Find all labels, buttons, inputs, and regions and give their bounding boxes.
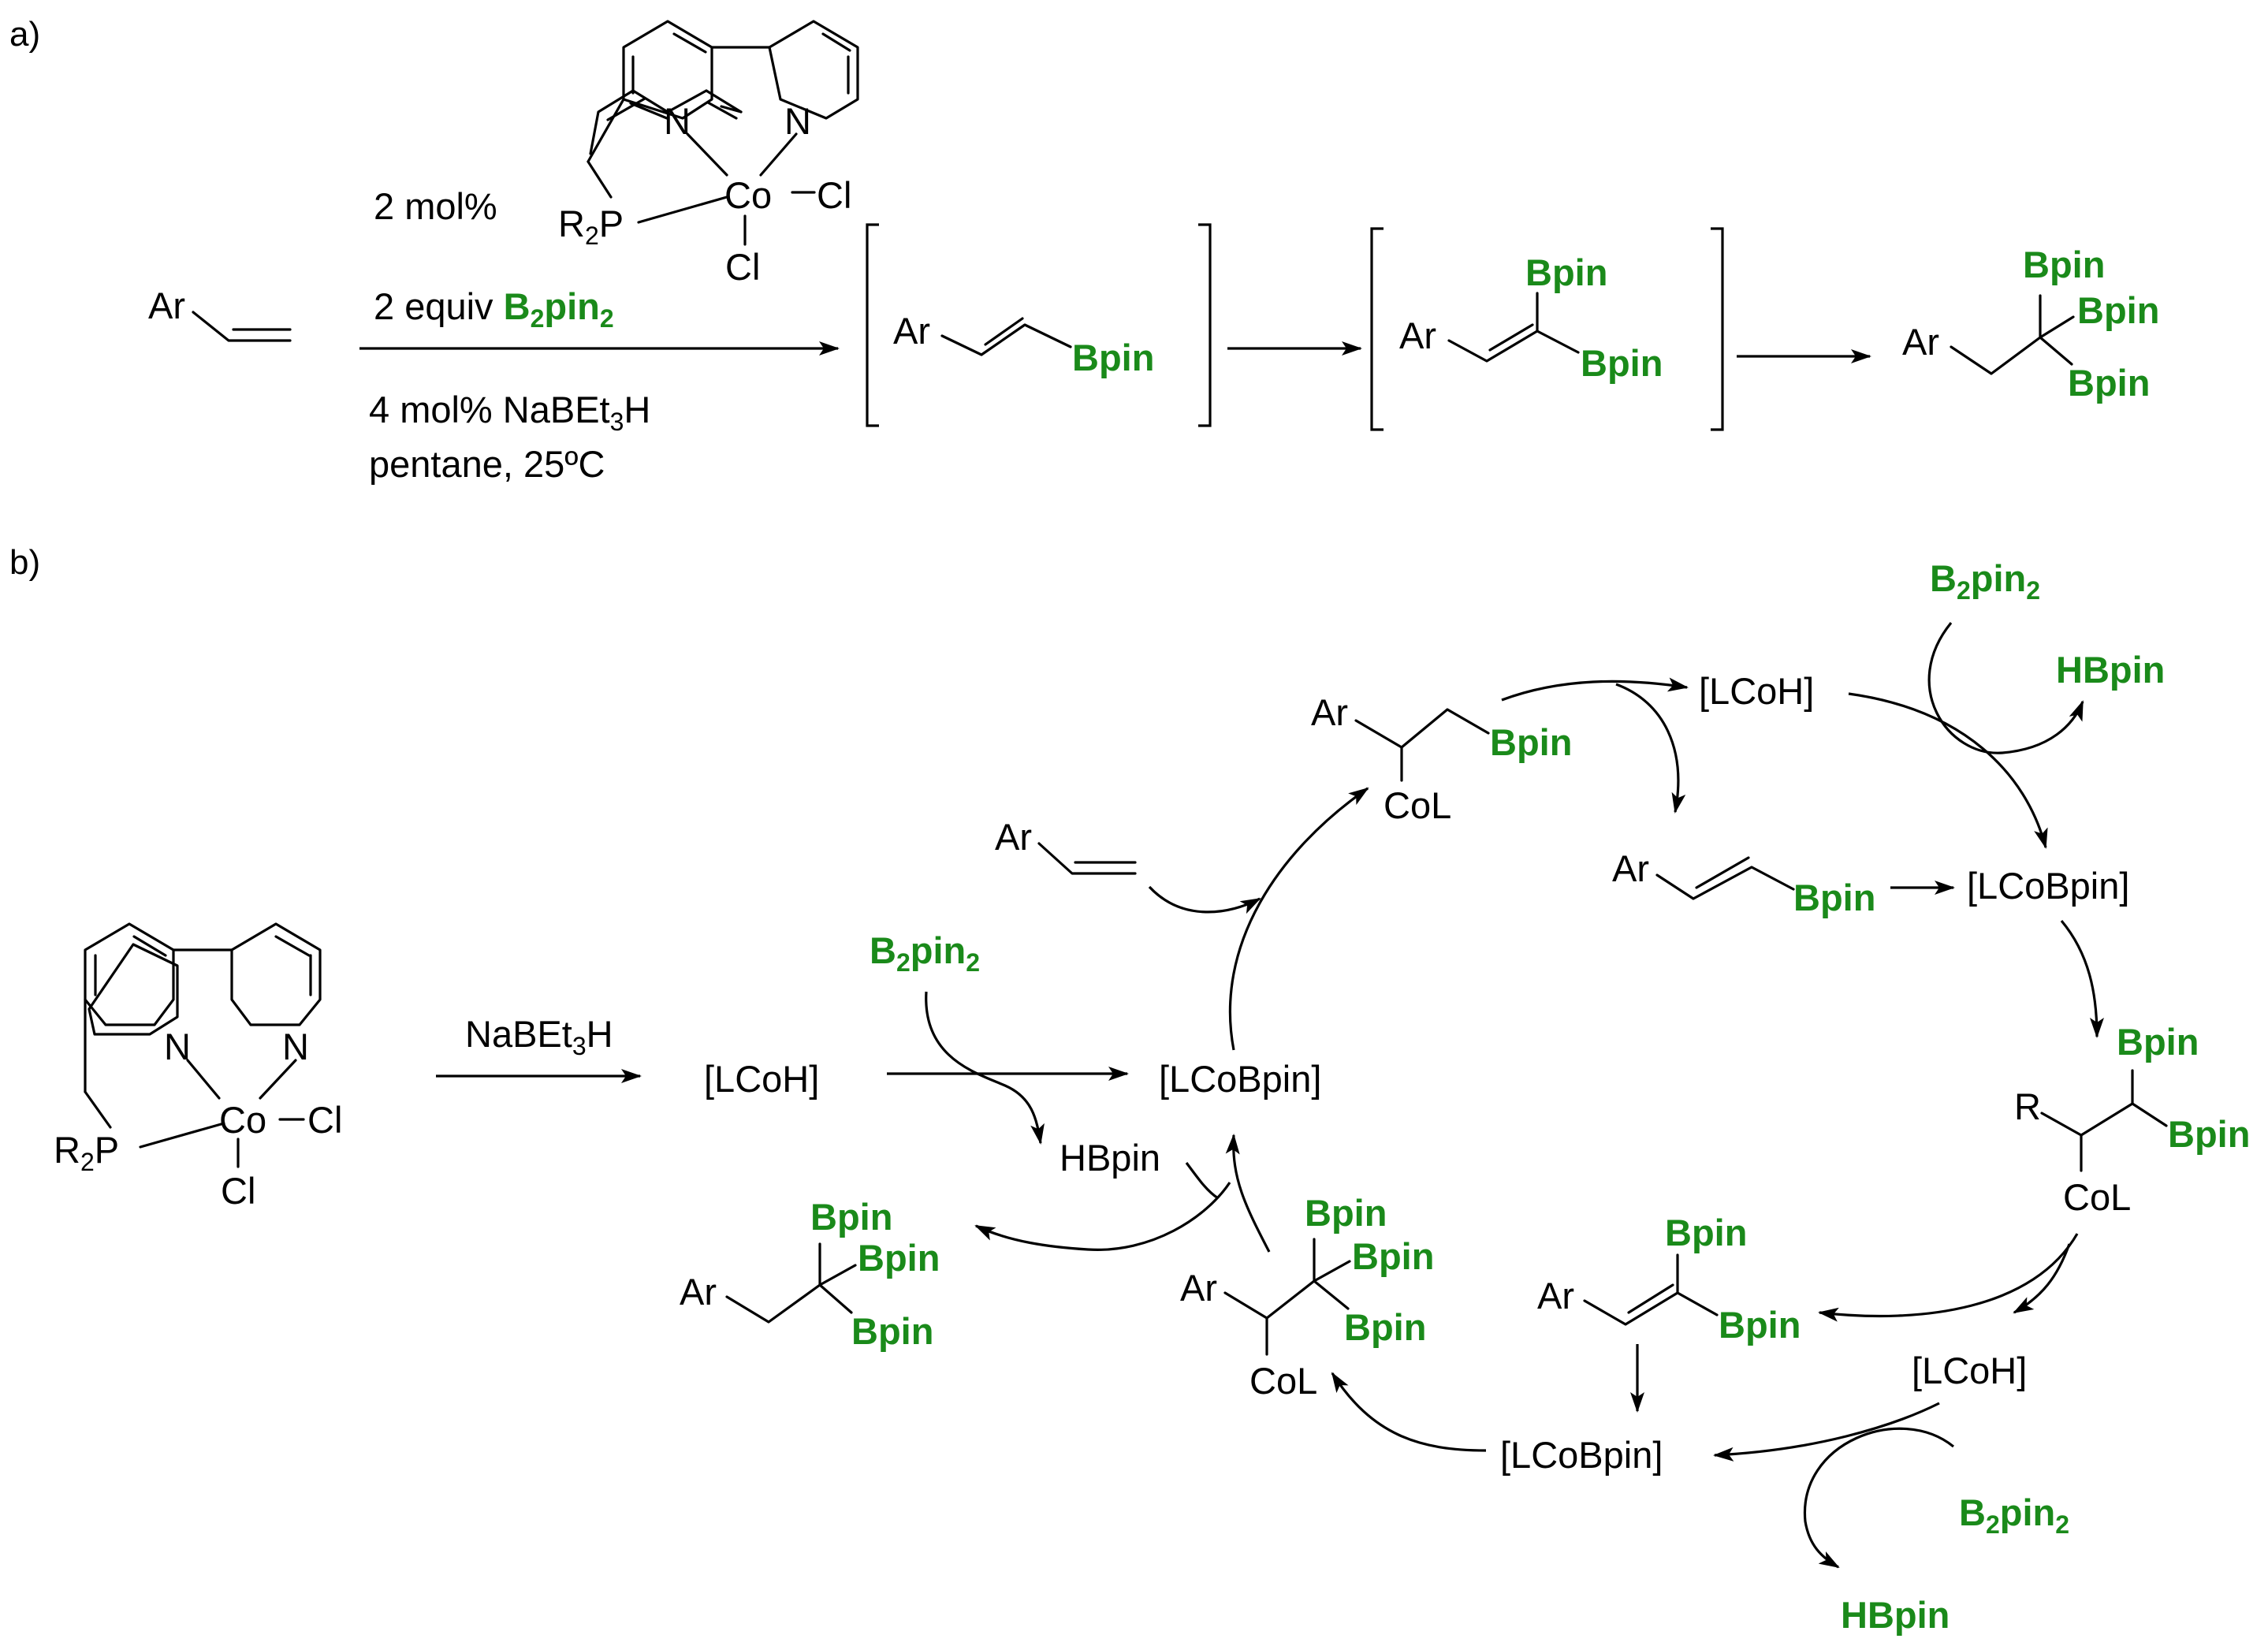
cycle2-alkyl-col: CoL — [2063, 1176, 2131, 1218]
entry-hbpin: HBpin — [1060, 1137, 1160, 1179]
precatalyst-cl2: Cl — [221, 1170, 255, 1212]
product-a-bpin-3: Bpin — [2068, 362, 2150, 404]
product-a-bpin-2: Bpin — [2077, 289, 2159, 331]
precatalyst-n1: N — [164, 1026, 191, 1067]
bracket-2-right — [1711, 227, 1724, 431]
entry-lcoh: [LCoH] — [704, 1058, 819, 1100]
bracket-1-left — [866, 223, 879, 427]
cycle1-styrene-ar: Ar — [995, 816, 1032, 858]
cycle2-alkyl-bonds — [2040, 1102, 2168, 1137]
cycle2-alkyl-bpin-2: Bpin — [2168, 1113, 2250, 1155]
intermediate-1-ar: Ar — [893, 310, 930, 352]
cycle1-b2pin2: B2pin2 — [1930, 557, 2040, 605]
product-a-ar: Ar — [1902, 321, 1939, 363]
cycle1-hbpin: HBpin — [2056, 649, 2165, 691]
cycle2-alkene-bonds — [1583, 1253, 1679, 1326]
bracket-2-left — [1370, 227, 1384, 431]
cycle1-alkyl-bonds — [1354, 708, 1490, 749]
intermediate-2-bonds — [1447, 292, 1539, 363]
substrate-ar: Ar — [148, 285, 185, 326]
solvent-temp: pentane, 25ºC — [369, 443, 605, 485]
lcobpin-right: [LCoBpin] — [1967, 865, 2129, 907]
intermediate-2-bpin-top: Bpin — [1525, 251, 1607, 293]
entry-b2pin2-arrow — [925, 991, 1045, 1145]
panel-b-label: b) — [9, 543, 40, 582]
cycle1-lcoh: [LCoH] — [1699, 670, 1814, 712]
cycle1-vinylbpin-bonds — [1655, 866, 1795, 900]
cycle3-alkyl-bpin-2: Bpin — [1352, 1235, 1434, 1277]
catalyst-a-cl1: Cl — [817, 174, 851, 216]
cycle2-insertion-arrow — [2060, 919, 2104, 1038]
cycle2-lcoh: [LCoH] — [1912, 1350, 2027, 1391]
catalyst-a-n1: N — [664, 100, 691, 142]
product-b-bpin-1: Bpin — [810, 1196, 892, 1238]
cycle2-elimination-arrow — [1818, 1233, 2079, 1322]
cycle1-vinylbpin-bpin: Bpin — [1793, 877, 1875, 918]
cycle2-alkene-bpin-1: Bpin — [1665, 1212, 1747, 1253]
product-b-bpin-3: Bpin — [851, 1310, 933, 1352]
cycle1-alkyl-bpin: Bpin — [1490, 721, 1572, 763]
cycle1-lcoh-to-lcobpin-arrow — [1848, 692, 2048, 849]
precatalyst-n2: N — [282, 1026, 309, 1067]
intermediate-1-bonds — [940, 323, 1072, 356]
cycle1-vinylbpin-ar: Ar — [1612, 847, 1649, 889]
cycle1-styrene-bonds — [1037, 842, 1137, 875]
cycle1-insertion-arrow — [1228, 787, 1369, 1051]
precatalyst-structure-b: N N Co Cl Cl R2P — [54, 922, 342, 1212]
lcobpin-bottom: [LCoBpin] — [1500, 1434, 1663, 1476]
catalyst-a-n2: N — [784, 100, 811, 142]
lcobpin-left: [LCoBpin] — [1159, 1058, 1321, 1100]
intermediate-2-bpin-bottom: Bpin — [1581, 342, 1663, 384]
bracket-1-right — [1198, 223, 1212, 427]
intermediate-2-ar: Ar — [1399, 315, 1436, 356]
precatalyst-cl1: Cl — [307, 1099, 342, 1141]
activator-label: NaBEt3H — [465, 1013, 613, 1060]
cycle1-elimination-arrow — [1501, 677, 1689, 702]
cycle1-styrene-arrow — [1148, 885, 1261, 914]
cycle2-lcoh-release-arrow — [2013, 1243, 2071, 1314]
catalyst-loading: 2 mol% — [374, 185, 497, 227]
product-a-bpin-1: Bpin — [2023, 244, 2105, 285]
catalyst-a-phosphine: R2P — [558, 203, 624, 250]
precatalyst-phosphine: R2P — [54, 1129, 119, 1176]
cycle1-alkyl-ar: Ar — [1311, 691, 1348, 733]
cycle2-alkene-bpin-2: Bpin — [1719, 1304, 1801, 1346]
cycle2-alkene-ar: Ar — [1537, 1275, 1574, 1316]
cycle2-alkyl-r: R — [2014, 1086, 2041, 1127]
entry-b2pin2: B2pin2 — [870, 929, 980, 977]
panel-a-label: a) — [9, 15, 40, 54]
cycle2-lcoh-to-lcobpin-arrow — [1713, 1402, 1940, 1462]
intermediate-1-bpin: Bpin — [1072, 337, 1154, 378]
cycle2-b2pin2-arrow — [1803, 1427, 1955, 1569]
additive-line: 4 mol% NaBEt3H — [369, 389, 650, 436]
catalyst-structure-a: N N Co Cl Cl R2P — [558, 20, 859, 288]
cycle2-alkyl-bpin-1: Bpin — [2117, 1021, 2199, 1063]
product-b-bonds — [725, 1283, 821, 1324]
cycle2-hbpin: HBpin — [1841, 1594, 1950, 1636]
cycle1-alkyl-col: CoL — [1384, 784, 1451, 826]
cycle3-to-lcobpin-arrow — [1225, 1134, 1271, 1253]
cycle3-alkyl-col: CoL — [1249, 1360, 1317, 1402]
cycle2-b2pin2: B2pin2 — [1959, 1491, 2069, 1539]
cycle3-alkyl-ar: Ar — [1180, 1267, 1217, 1309]
product-b-bpin-2: Bpin — [858, 1237, 940, 1279]
product-b-ar: Ar — [680, 1271, 717, 1313]
cycle3-product-release-arrow — [974, 1182, 1231, 1251]
cycle3-alkyl-bpin-1: Bpin — [1305, 1192, 1387, 1234]
cycle3-insertion-arrow — [1331, 1372, 1487, 1452]
catalyst-a-cl2: Cl — [725, 246, 760, 288]
product-a-bonds — [1950, 336, 2042, 375]
cycle3-alkyl-bpin-3: Bpin — [1344, 1306, 1426, 1348]
substrate-vinyl — [192, 311, 292, 342]
reagent-line: 2 equiv B2pin2 — [374, 285, 614, 333]
cycle1-vinylbpin-release-arrow — [1615, 683, 1686, 814]
catalyst-a-co: Co — [724, 174, 772, 216]
precatalyst-co: Co — [219, 1099, 266, 1141]
cycle3-alkyl-bonds — [1223, 1279, 1316, 1320]
